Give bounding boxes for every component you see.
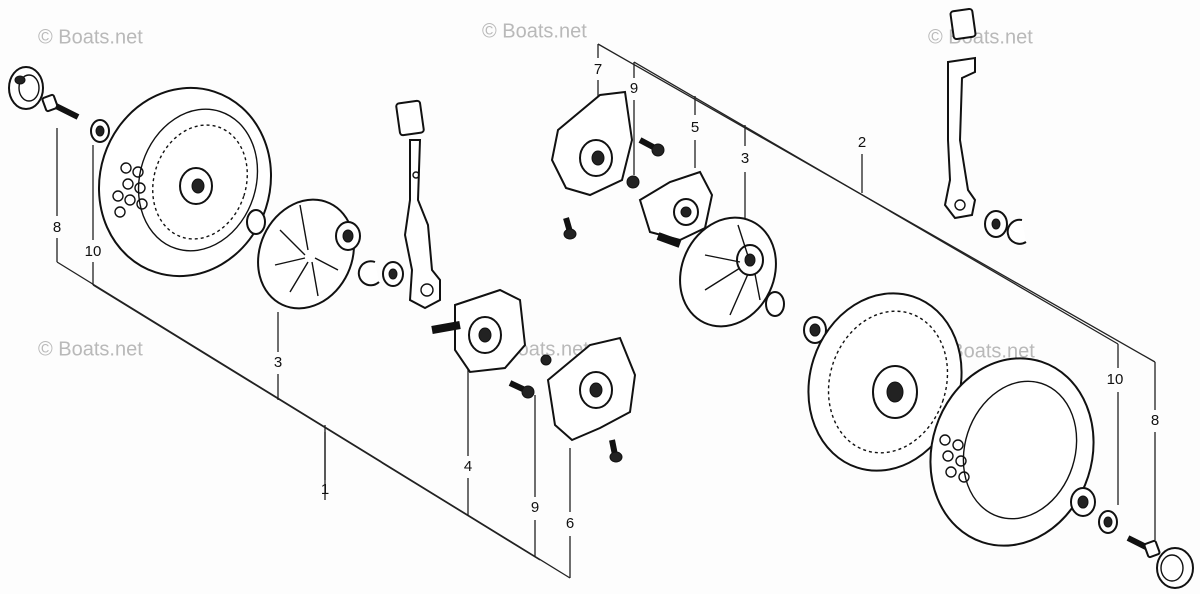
watermark: © Boats.net xyxy=(38,338,143,360)
callout-10-left: 10 xyxy=(85,243,102,260)
callout-8-right: 8 xyxy=(1151,412,1159,429)
axle-bracket xyxy=(431,288,527,374)
leader-lines-left xyxy=(56,128,571,579)
bolt-left xyxy=(41,93,80,120)
wheel-cover-right xyxy=(679,216,777,328)
callout-10-right: 10 xyxy=(1107,371,1124,388)
watermark: © Boats.net xyxy=(928,26,1033,48)
axle-bracket-right xyxy=(638,170,714,248)
bolt-right xyxy=(1126,535,1161,559)
bearing-right xyxy=(803,316,827,344)
callout-3-left: 3 xyxy=(274,354,282,371)
nut-right xyxy=(626,175,640,189)
callout-5: 5 xyxy=(691,119,699,136)
callout-2: 2 xyxy=(858,134,866,151)
callout-1: 1 xyxy=(321,481,329,498)
e-clip-right xyxy=(1006,218,1027,245)
bolt-left-9 xyxy=(508,380,535,399)
wheel-right-tire xyxy=(929,357,1095,547)
hub-cap-right xyxy=(1156,547,1194,589)
bolt-right-lower xyxy=(563,217,577,240)
washer-left-2 xyxy=(382,261,404,287)
washer-right xyxy=(1098,510,1118,534)
watermark: © Boats.net xyxy=(482,20,587,42)
callout-7: 7 xyxy=(594,61,602,78)
callout-9-right: 9 xyxy=(630,80,638,97)
adjust-lever-right xyxy=(943,7,977,220)
bearing-right-outer xyxy=(1070,487,1096,517)
adjust-lever-left xyxy=(395,99,441,310)
callout-8-left: 8 xyxy=(53,219,61,236)
wheel-cover-left xyxy=(257,198,361,310)
watermark: © Boats.net xyxy=(38,26,143,48)
wheel-right-inner xyxy=(807,292,963,472)
callout-9-left: 9 xyxy=(531,499,539,516)
wheel-left xyxy=(97,86,273,278)
callout-3-right: 3 xyxy=(741,150,749,167)
nut-left xyxy=(540,354,552,366)
bolt-left-lower xyxy=(609,439,623,463)
washer-left xyxy=(90,119,110,143)
leader-lines-right xyxy=(597,43,1156,540)
o-ring-right xyxy=(765,291,785,317)
callout-4: 4 xyxy=(464,458,472,475)
cover-plate xyxy=(546,336,637,442)
e-clip-left xyxy=(357,260,380,287)
callout-6: 6 xyxy=(566,515,574,532)
callout-labels: 8 10 3 1 4 9 6 7 9 5 3 2 10 8 xyxy=(53,61,1159,532)
hub-cap-left xyxy=(8,66,44,110)
o-ring-left xyxy=(246,209,266,235)
bracket-plate-right xyxy=(550,90,634,197)
bolt-right-9 xyxy=(638,137,665,157)
washer-right-2 xyxy=(984,210,1008,238)
